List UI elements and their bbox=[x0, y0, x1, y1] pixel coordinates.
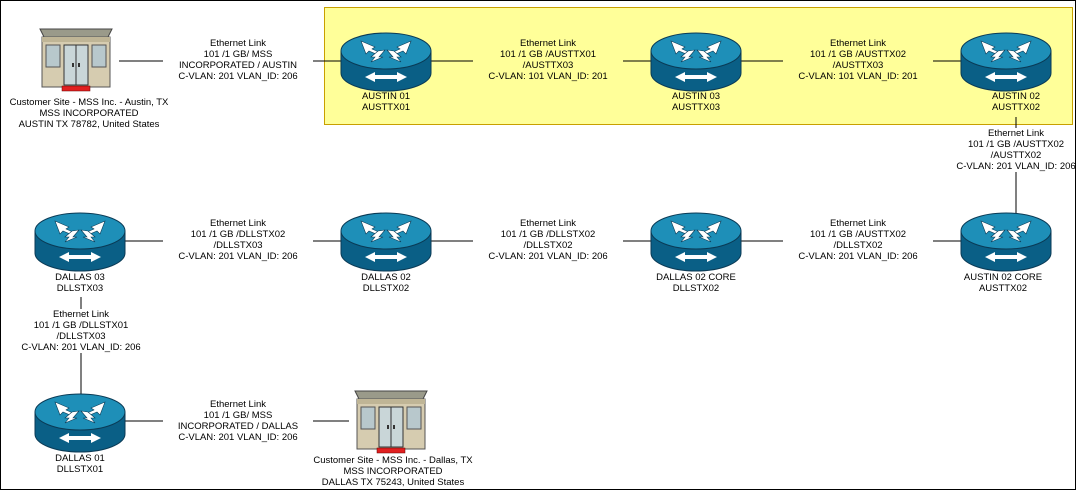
router-dallas01-icon bbox=[33, 392, 127, 454]
router-austin03-icon bbox=[649, 31, 743, 93]
router-dallas03-code: DLLSTX03 bbox=[56, 283, 104, 294]
router-austin01-icon bbox=[339, 31, 433, 93]
router-dallas01-label: DALLAS 01 DLLSTX01 bbox=[10, 453, 150, 475]
link-label-line2: 101 /1 GB/ MSS bbox=[163, 410, 313, 421]
link-label-austin01-austin03: Ethernet Link 101 /1 GB /AUSTTX01 /AUSTT… bbox=[473, 38, 623, 82]
austin-site-building-icon bbox=[36, 27, 116, 93]
router-austin01-name: AUSTIN 01 bbox=[361, 91, 411, 102]
router-austin02core-icon bbox=[959, 211, 1053, 273]
link-label-line2: 101 /1 GB /AUSTTX02 bbox=[783, 49, 933, 60]
link-label-line4: C-VLAN: 201 VLAN_ID: 206 bbox=[473, 251, 623, 262]
dallas-site-line2: MSS INCORPORATED bbox=[343, 466, 443, 477]
austin-site-line1: Customer Site - MSS Inc. - Austin, TX bbox=[9, 97, 169, 108]
router-austin02core-name: AUSTIN 02 CORE bbox=[963, 272, 1043, 283]
router-dallas03-icon bbox=[33, 211, 127, 273]
link-label-line1: Ethernet Link bbox=[163, 399, 313, 410]
dallas-site-line3: DALLAS TX 75243, United States bbox=[321, 477, 465, 488]
link-label-dallas02core-austin02core: Ethernet Link 101 /1 GB /AUSTTX02 /DLLST… bbox=[783, 218, 933, 262]
link-label-line4: C-VLAN: 201 VLAN_ID: 206 bbox=[6, 342, 156, 353]
dallas-site-line1: Customer Site - MSS Inc. - Dallas, TX bbox=[313, 455, 473, 466]
link-label-line4: C-VLAN: 201 VLAN_ID: 206 bbox=[941, 161, 1075, 172]
router-austin02-name: AUSTIN 02 bbox=[991, 91, 1041, 102]
link-label-line2: 101 /1 GB /DLLSTX02 bbox=[473, 229, 623, 240]
link-label-dallas03-dallas02: Ethernet Link 101 /1 GB /DLLSTX02 /DLLST… bbox=[163, 218, 313, 262]
link-label-line3: /AUSTTX03 bbox=[473, 60, 623, 71]
router-austin02-icon bbox=[959, 31, 1053, 93]
link-label-austin02-core: Ethernet Link 101 /1 GB /AUSTTX02 /AUSTT… bbox=[941, 128, 1075, 172]
link-label-dallas02-dallas02core: Ethernet Link 101 /1 GB /DLLSTX02 /DLLST… bbox=[473, 218, 623, 262]
link-label-line4: C-VLAN: 201 VLAN_ID: 206 bbox=[783, 251, 933, 262]
router-dallas03-label: DALLAS 03 DLLSTX03 bbox=[10, 272, 150, 294]
link-label-line2: 101 /1 GB /AUSTTX02 bbox=[941, 139, 1075, 150]
router-dallas02core-icon bbox=[649, 211, 743, 273]
router-austin01-label: AUSTIN 01 AUSTTX01 bbox=[316, 91, 456, 113]
link-label-line1: Ethernet Link bbox=[473, 38, 623, 49]
link-label-line3: /DLLSTX02 bbox=[473, 240, 623, 251]
link-label-line1: Ethernet Link bbox=[783, 38, 933, 49]
link-label-line1: Ethernet Link bbox=[163, 38, 313, 49]
router-austin01-code: AUSTTX01 bbox=[361, 102, 411, 113]
router-dallas02core-code: DLLSTX02 bbox=[672, 283, 720, 294]
link-label-line2: 101 /1 GB /DLLSTX02 bbox=[163, 229, 313, 240]
router-dallas01-name: DALLAS 01 bbox=[55, 453, 105, 464]
austin-site-line3: AUSTIN TX 78782, United States bbox=[18, 119, 160, 130]
router-dallas01-code: DLLSTX01 bbox=[56, 464, 104, 475]
link-label-line4: C-VLAN: 101 VLAN_ID: 201 bbox=[783, 71, 933, 82]
link-label-line4: C-VLAN: 201 VLAN_ID: 206 bbox=[163, 71, 313, 82]
link-label-line1: Ethernet Link bbox=[473, 218, 623, 229]
link-label-line2: 101 /1 GB /DLLSTX01 bbox=[6, 320, 156, 331]
austin-site-line2: MSS INCORPORATED bbox=[39, 108, 139, 119]
link-label-line3: /AUSTTX02 bbox=[941, 150, 1075, 161]
link-label-line3: /DLLSTX02 bbox=[783, 240, 933, 251]
router-dallas02core-name: DALLAS 02 CORE bbox=[656, 272, 736, 283]
link-label-line2: 101 /1 GB /AUSTTX01 bbox=[473, 49, 623, 60]
link-label-line1: Ethernet Link bbox=[163, 218, 313, 229]
router-austin03-name: AUSTIN 03 bbox=[671, 91, 721, 102]
router-dallas02core-label: DALLAS 02 CORE DLLSTX02 bbox=[626, 272, 766, 294]
link-label-line3: INCORPORATED / AUSTIN bbox=[163, 60, 313, 71]
dallas-site-label: Customer Site - MSS Inc. - Dallas, TX MS… bbox=[293, 455, 493, 488]
link-label-line3: INCORPORATED / DALLAS bbox=[163, 421, 313, 432]
router-dallas02-icon bbox=[339, 211, 433, 273]
link-label-line4: C-VLAN: 101 VLAN_ID: 201 bbox=[473, 71, 623, 82]
link-label-line1: Ethernet Link bbox=[783, 218, 933, 229]
router-austin02-code: AUSTTX02 bbox=[991, 102, 1041, 113]
link-label-line3: /DLLSTX03 bbox=[163, 240, 313, 251]
link-label-austin03-austin02: Ethernet Link 101 /1 GB /AUSTTX02 /AUSTT… bbox=[783, 38, 933, 82]
router-dallas02-name: DALLAS 02 bbox=[361, 272, 411, 283]
router-dallas02-code: DLLSTX02 bbox=[362, 283, 410, 294]
router-austin03-label: AUSTIN 03 AUSTTX03 bbox=[626, 91, 766, 113]
link-label-site-austin01: Ethernet Link 101 /1 GB/ MSS INCORPORATE… bbox=[163, 38, 313, 82]
link-label-dallas03-dallas01: Ethernet Link 101 /1 GB /DLLSTX01 /DLLST… bbox=[6, 309, 156, 353]
link-label-line3: /AUSTTX03 bbox=[783, 60, 933, 71]
link-label-line2: 101 /1 GB /AUSTTX02 bbox=[783, 229, 933, 240]
router-dallas03-name: DALLAS 03 bbox=[55, 272, 105, 283]
router-austin02core-code: AUSTTX02 bbox=[978, 283, 1028, 294]
link-label-line3: /DLLSTX03 bbox=[6, 331, 156, 342]
router-dallas02-label: DALLAS 02 DLLSTX02 bbox=[316, 272, 456, 294]
austin-site-label: Customer Site - MSS Inc. - Austin, TX MS… bbox=[1, 97, 189, 130]
link-label-line2: 101 /1 GB/ MSS bbox=[163, 49, 313, 60]
router-austin03-code: AUSTTX03 bbox=[671, 102, 721, 113]
link-label-line4: C-VLAN: 201 VLAN_ID: 206 bbox=[163, 432, 313, 443]
link-label-line1: Ethernet Link bbox=[6, 309, 156, 320]
router-austin02core-label: AUSTIN 02 CORE AUSTTX02 bbox=[933, 272, 1073, 294]
link-label-line1: Ethernet Link bbox=[941, 128, 1075, 139]
link-label-dallas01-site: Ethernet Link 101 /1 GB/ MSS INCORPORATE… bbox=[163, 399, 313, 443]
dallas-site-building-icon bbox=[351, 389, 431, 455]
router-austin02-label: AUSTIN 02 AUSTTX02 bbox=[946, 91, 1075, 113]
link-label-line4: C-VLAN: 201 VLAN_ID: 206 bbox=[163, 251, 313, 262]
